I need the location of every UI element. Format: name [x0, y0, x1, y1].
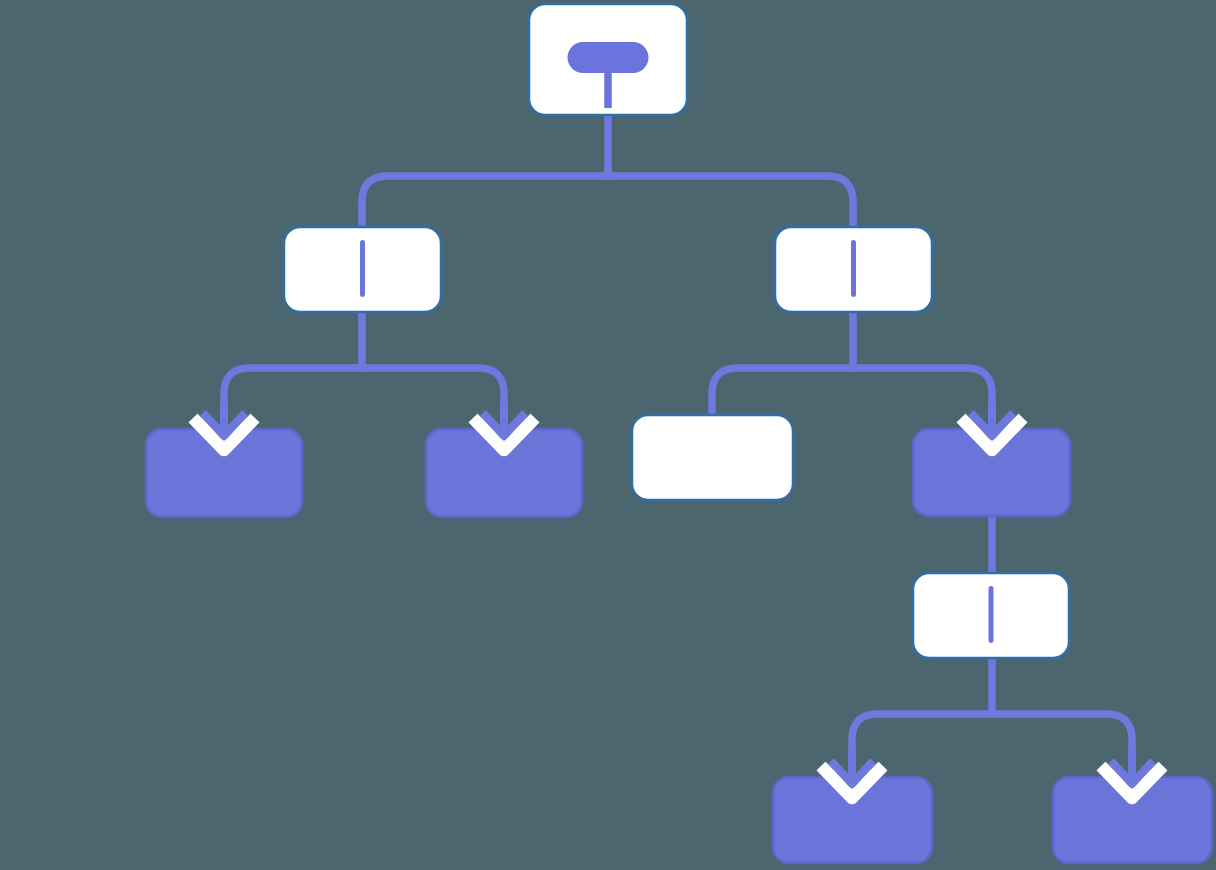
enter-arrow-icon [188, 403, 260, 457]
divider-icon [360, 240, 365, 297]
enter-arrow-icon [956, 403, 1028, 457]
edge-bottom-fork [848, 658, 1136, 777]
divider-icon [988, 586, 994, 643]
edge-right-fork [708, 312, 996, 429]
split-node-right[interactable] [773, 225, 934, 314]
divider-icon [851, 240, 856, 297]
enter-arrow-icon [1096, 751, 1168, 805]
edge-left-fork [220, 312, 508, 429]
edge-root-fork [358, 115, 857, 227]
root-node[interactable] [527, 2, 689, 117]
empty-node[interactable] [630, 413, 795, 502]
enter-arrow-icon [816, 751, 888, 805]
split-node-left[interactable] [282, 225, 443, 314]
enter-arrow-icon [468, 403, 540, 457]
pill-stem-icon [567, 42, 649, 108]
split-node-mid[interactable] [911, 571, 1071, 660]
